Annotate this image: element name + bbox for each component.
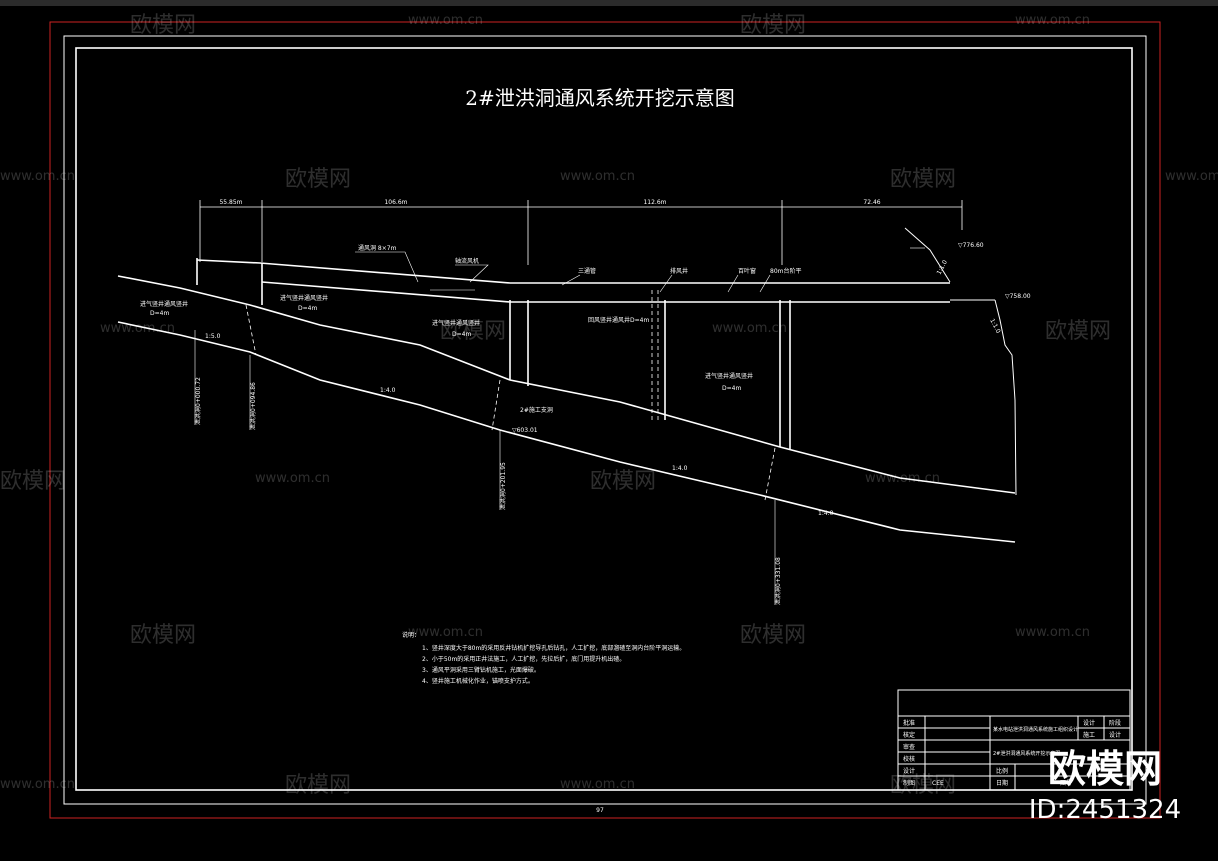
watermark-url: www.om.cn: [560, 169, 635, 184]
label-platform: 80m台阶平: [770, 267, 801, 275]
station-leaders: [194, 330, 776, 605]
tb-drawing-name: 2#泄洪洞通风系统开挖示意图: [993, 750, 1060, 757]
note-item-4: 4、竖井施工机械化作业，锚喷支护方式。: [422, 677, 534, 685]
watermark-layer: 欧模网 欧模网 欧模网 欧模网 欧模网 欧模网 欧模网 欧模网 欧模网 欧模网 …: [0, 13, 1218, 798]
drawing-title: 2#泄洪洞通风系统开挖示意图: [465, 86, 734, 110]
shaft-centerlines: [245, 290, 776, 501]
page-number: 97: [596, 807, 604, 814]
label-vent-tunnel: 通风洞 8×7m: [358, 244, 397, 252]
tb-scale: 比例: [996, 767, 1008, 775]
tb-right-header-2: 阶段: [1109, 719, 1121, 727]
label-intake-4: 进气竖井通风竖井: [705, 372, 753, 380]
tb-row-5: 设计: [903, 767, 915, 775]
watermark-url: www.om.cn: [100, 321, 175, 336]
label-fan: 轴流风机: [455, 257, 479, 265]
spillway-tunnel: [117, 275, 1016, 543]
tb-row-4: 校核: [903, 755, 915, 763]
watermark-brand: 欧模网: [130, 623, 196, 648]
label-intake-4-d: D=4m: [722, 385, 741, 392]
watermark-brand: 欧模网: [130, 13, 196, 38]
annotation-leaders: [355, 247, 925, 293]
note-item-1: 1、竖井深度大于80m的采用反井钻机扩挖导孔后钻孔，人工扩挖，底部溜碴至洞内台阶…: [422, 644, 685, 652]
watermark-brand: 欧模网: [890, 773, 956, 798]
label-return-shaft-d: D=4m: [630, 317, 649, 324]
tb-row-2: 核定: [903, 731, 915, 739]
dim-1: 55.85m: [219, 199, 242, 206]
label-return-shaft: 回风竖井通风井: [588, 316, 630, 324]
label-tee: 三通管: [578, 267, 596, 275]
tb-date: 日期: [996, 779, 1008, 787]
title-block-frame: [897, 689, 1131, 791]
note-item-3: 3、通风平洞采用三臂钻机施工，光面爆破。: [422, 666, 540, 674]
corner-brand-logo: 欧模网: [1048, 747, 1162, 791]
watermark-url: www.om.cn: [408, 625, 483, 640]
dim-4: 72.46: [863, 199, 880, 206]
watermark-url: www.om.cn: [0, 169, 75, 184]
label-intake-3-d: D=4m: [452, 331, 471, 338]
terrain-profile: [904, 227, 1017, 496]
elev-603: ▽603.01: [512, 427, 538, 434]
label-intake-2: 进气竖井通风竖井: [280, 294, 328, 302]
elev-776: ▽776.60: [958, 242, 984, 249]
slope-3: 1:5.0: [205, 333, 221, 340]
note-item-2: 2、小于50m的采用正井法施工，人工扩挖，先拉后扩，底门用提升机出碴。: [422, 655, 625, 663]
tb-row-6: 制图: [903, 779, 915, 787]
tb-row-3: 审查: [903, 743, 915, 751]
dim-2: 106.6m: [384, 199, 407, 206]
watermark-brand: 欧模网: [0, 469, 66, 494]
label-exhaust-shaft: 排风井: [670, 267, 688, 275]
watermark-url: www.om.cn: [1165, 169, 1218, 184]
tb-number: 图号: [1060, 780, 1072, 787]
watermark-brand: 欧模网: [440, 319, 506, 344]
watermark-url: www.om.cn: [1015, 13, 1090, 28]
tb-checker: CEE: [932, 780, 944, 787]
label-intake-2-d: D=4m: [298, 305, 317, 312]
sheet-inner-border: [75, 47, 1133, 791]
label-intake-3: 进气竖井通风竖井: [432, 319, 480, 327]
corner-id-badge: ID:2451324: [1029, 795, 1181, 825]
watermark-brand: 欧模网: [890, 167, 956, 192]
slope-4: 1:4.0: [380, 387, 396, 394]
slope-5: 1:4.0: [672, 465, 688, 472]
watermark-brand: 欧模网: [285, 167, 351, 192]
watermark-url: www.om.cn: [1015, 625, 1090, 640]
watermark-url: www.om.cn: [0, 777, 75, 792]
tb-right-value-1: 施工: [1083, 731, 1095, 739]
watermark-brand: 欧模网: [1045, 319, 1111, 344]
label-intake-1: 进气竖井通风竖井: [140, 300, 188, 308]
notes-heading: 说明：: [402, 631, 420, 639]
station-3: 泄洪洞0+201.95: [499, 462, 507, 510]
tb-right-value-2: 设计: [1109, 731, 1121, 739]
shafts: [261, 263, 791, 450]
station-1: 泄洪洞0+000.72: [194, 377, 202, 425]
watermark-url: www.om.cn: [408, 13, 483, 28]
watermark-url: www.om.cn: [865, 471, 940, 486]
watermark-brand: 欧模网: [285, 773, 351, 798]
watermark-url: www.om.cn: [712, 321, 787, 336]
watermark-brand: 欧模网: [590, 469, 656, 494]
sheet-middle-border: [63, 35, 1147, 805]
dimension-chain: [199, 200, 963, 265]
watermark-url: www.om.cn: [255, 471, 330, 486]
watermark-url: www.om.cn: [560, 777, 635, 792]
elev-758: ▽758.00: [1005, 293, 1031, 300]
label-adit: 2#施工支洞: [520, 406, 553, 414]
sheet-outer-border: [49, 21, 1161, 819]
station-2: 泄洪洞0+094.86: [249, 382, 257, 430]
station-4: 泄洪洞0+331.08: [774, 557, 782, 605]
tb-project: 某水电站泄洪洞通风系统施工组织设计: [993, 726, 1078, 733]
tb-right-header-1: 设计: [1083, 719, 1095, 727]
watermark-brand: 欧模网: [740, 623, 806, 648]
slope-6: 1:4.0: [818, 510, 834, 517]
dim-3: 112.6m: [643, 199, 666, 206]
label-shutter: 百叶窗: [738, 267, 756, 275]
tb-row-1: 批准: [903, 719, 915, 727]
viewport-top-bar: [0, 0, 1218, 6]
label-intake-1-d: D=4m: [150, 310, 169, 317]
watermark-brand: 欧模网: [740, 13, 806, 38]
